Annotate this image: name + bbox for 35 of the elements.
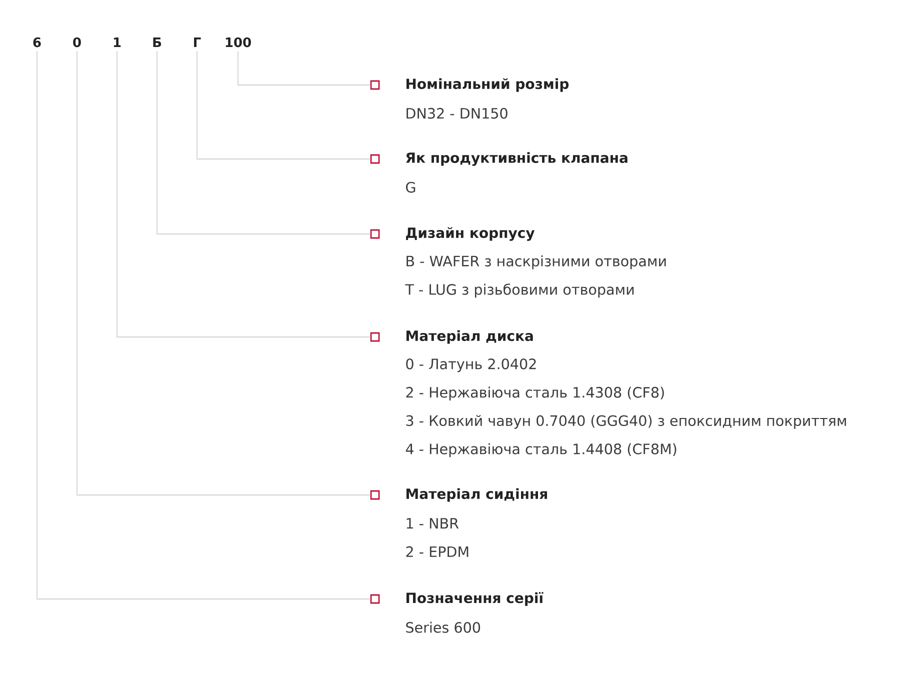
section-heading: Матеріал сидіння (406, 488, 547, 502)
code-character: 6 (33, 37, 41, 48)
square-marker (370, 490, 380, 500)
option-text: T - LUG з різьбовими отворами (405, 284, 634, 298)
square-marker (370, 332, 380, 342)
section-heading: Дизайн корпусу (406, 227, 535, 241)
option-text: 4 - Нержавіюча сталь 1.4408 (CF8M) (406, 443, 676, 458)
leader-line (36, 50, 371, 600)
option-text: 0 - Латунь 2.0402 (406, 358, 536, 372)
option-text: G (406, 182, 416, 193)
leader-line (238, 50, 371, 86)
square-marker (370, 154, 380, 164)
section-heading: Матеріал диска (406, 330, 533, 344)
option-text: 1 - NBR (406, 518, 459, 529)
option-text: DN32 - DN150 (406, 108, 508, 119)
leader-line (156, 50, 371, 234)
section-heading: Як продуктивність клапана (406, 152, 628, 166)
code-character: Г (194, 38, 201, 47)
leader-line (76, 50, 371, 496)
option-text: 3 - Ковкий чавун 0.7040 (GGG40) з епоксидним покриттям (406, 414, 846, 429)
option-text: B - WAFER з наскрізними отворами (406, 255, 666, 270)
option-text: 2 - EPDM (406, 546, 468, 557)
square-marker (370, 80, 380, 90)
code-character: 100 (226, 37, 251, 48)
square-marker (370, 229, 380, 239)
code-character: 1 (114, 38, 121, 47)
square-marker (370, 594, 380, 604)
leader-line (196, 50, 371, 160)
leader-line (116, 50, 371, 338)
section-heading: Позначення серії (406, 592, 544, 606)
code-character: 0 (73, 37, 81, 48)
option-text: 2 - Нержавіюча сталь 1.4308 (CF8) (406, 386, 664, 401)
option-text: Series 600 (406, 622, 480, 633)
section-heading: Номінальний розмір (406, 78, 569, 92)
code-character: Б (153, 38, 162, 47)
